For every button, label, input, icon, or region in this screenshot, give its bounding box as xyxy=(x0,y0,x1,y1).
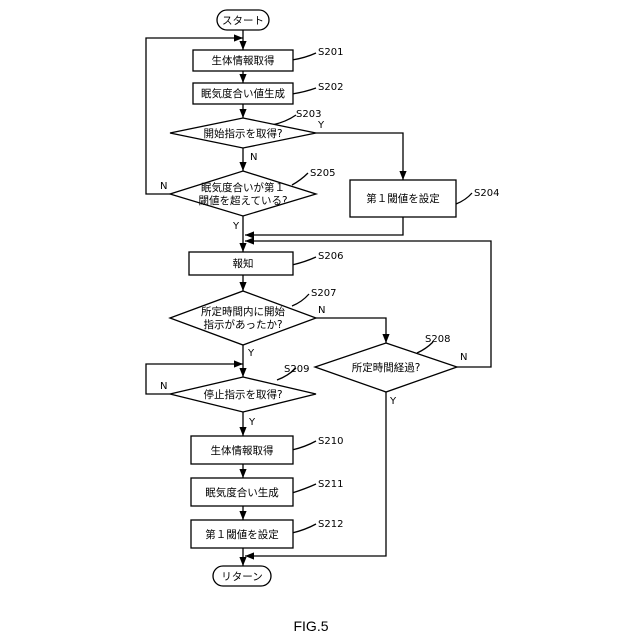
s203-yes: Y xyxy=(317,120,325,131)
s204-id: S204 xyxy=(474,188,499,199)
s204-label: 第１閾値を設定 xyxy=(366,192,440,205)
s208-no: N xyxy=(460,352,467,363)
s207-label-line2: 指示があったか? xyxy=(203,318,282,331)
s205-yes: Y xyxy=(232,221,240,232)
s205-no: N xyxy=(160,181,167,192)
return-terminal: リターン xyxy=(213,566,271,586)
return-label: リターン xyxy=(221,571,262,583)
s203-id: S203 xyxy=(296,109,321,120)
s206-id: S206 xyxy=(318,251,343,262)
s210-id: S210 xyxy=(318,436,343,447)
start-label: スタート xyxy=(222,15,264,27)
s209-yes: Y xyxy=(248,417,256,428)
process-s206: 報知 S206 xyxy=(189,251,343,275)
s201-label: 生体情報取得 xyxy=(212,54,275,67)
s208-id: S208 xyxy=(425,334,450,345)
s212-label: 第１閾値を設定 xyxy=(205,528,279,541)
process-s212: 第１閾値を設定 S212 xyxy=(191,519,343,548)
decision-s203: 開始指示を取得? S203 Y N xyxy=(170,109,325,163)
s208-yes: Y xyxy=(389,396,397,407)
s210-label: 生体情報取得 xyxy=(211,444,274,457)
s203-no: N xyxy=(250,152,257,163)
s202-id: S202 xyxy=(318,82,343,93)
s202-label: 眠気度合い値生成 xyxy=(201,87,285,100)
process-s211: 眠気度合い生成 S211 xyxy=(191,478,343,506)
figure-label: FIG.5 xyxy=(293,618,328,634)
s206-label: 報知 xyxy=(233,257,254,270)
s207-no: N xyxy=(318,305,325,316)
s209-id: S209 xyxy=(284,364,309,375)
s207-label-line1: 所定時間内に開始 xyxy=(201,305,285,318)
decision-s207: 所定時間内に開始 指示があったか? S207 N Y xyxy=(170,288,336,359)
s209-no: N xyxy=(160,381,167,392)
process-s202: 眠気度合い値生成 S202 xyxy=(193,82,343,104)
s209-label: 停止指示を取得? xyxy=(203,388,282,401)
decision-s208: 所定時間経過? S208 N Y xyxy=(315,334,467,407)
s211-id: S211 xyxy=(318,479,343,490)
process-s201: 生体情報取得 S201 xyxy=(193,47,343,71)
s205-label-line2: 閾値を超えている? xyxy=(198,194,287,207)
process-s210: 生体情報取得 S210 xyxy=(191,436,343,464)
s207-yes: Y xyxy=(247,348,255,359)
start-terminal: スタート xyxy=(217,10,269,30)
s203-label: 開始指示を取得? xyxy=(203,127,282,140)
decision-s205: 眠気度合いが第１ 閾値を超えている? S205 N Y xyxy=(160,168,335,232)
s201-id: S201 xyxy=(318,47,343,58)
process-s204: 第１閾値を設定 S204 xyxy=(350,180,499,217)
s207-id: S207 xyxy=(311,288,336,299)
decision-s209: 停止指示を取得? S209 N Y xyxy=(160,364,316,428)
s211-label: 眠気度合い生成 xyxy=(205,486,279,499)
s212-id: S212 xyxy=(318,519,343,530)
s205-id: S205 xyxy=(310,168,335,179)
s205-label-line1: 眠気度合いが第１ xyxy=(201,181,285,194)
s208-label: 所定時間経過? xyxy=(352,361,421,374)
